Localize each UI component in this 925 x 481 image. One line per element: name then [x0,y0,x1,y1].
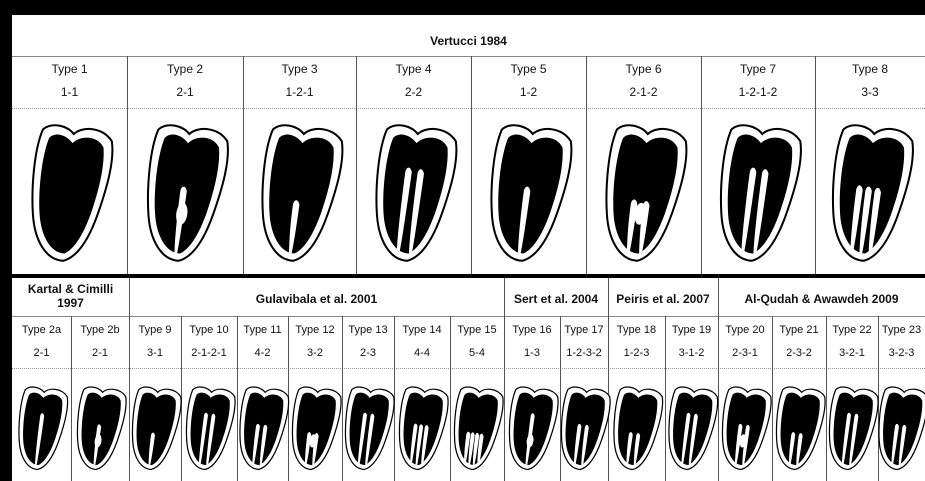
tooth-figure [503,385,560,472]
classification-sheet: { "top_section": { "title": "Vertucci 19… [12,15,925,481]
tooth-figure [823,385,880,472]
tooth-figure [22,122,116,266]
tooth-figure [252,122,346,266]
tooth-figure [716,385,773,472]
tooth-figure [233,385,290,472]
tooth-figure [596,122,690,266]
tooth-figure [607,385,664,472]
tooth-figure [393,385,450,472]
tooth-figure [366,122,460,266]
tooth-figure [822,122,916,266]
tooth-figure [339,385,396,472]
tooth-figure [710,122,804,266]
tooth-illustrations [12,15,925,481]
tooth-figure [180,385,237,472]
tooth-figure [662,385,719,472]
tooth-figure [872,385,925,472]
tooth-figure [481,122,575,266]
tooth-figure [448,385,505,472]
tooth-figure [71,385,128,472]
tooth-figure [137,122,231,266]
tooth-figure [555,385,612,472]
tooth-figure [770,385,827,472]
tooth-figure [126,385,183,472]
tooth-figure [286,385,343,472]
tooth-figure [12,385,69,472]
